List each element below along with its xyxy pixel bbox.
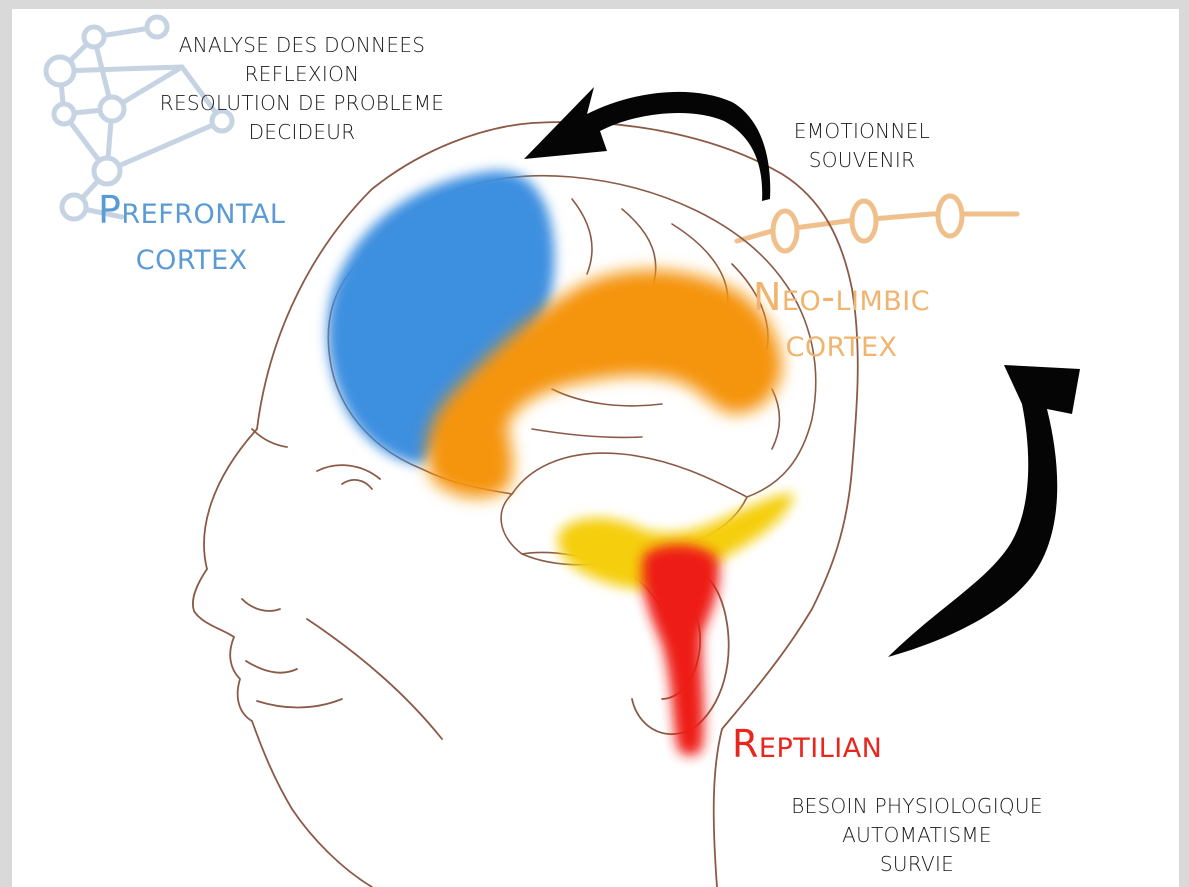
prefrontal-title: Prefrontal cortex [98, 187, 285, 279]
reptilian-function: BESOIN PHYSIOLOGIQUE [772, 792, 1062, 821]
prefrontal-function: ANALYSE DES DONNEES [142, 31, 462, 60]
neo-limbic-function: EMOTIONNEL [772, 117, 952, 146]
prefrontal-title-line2: cortex [98, 233, 285, 279]
reptilian-function: SURVIE [772, 850, 1062, 879]
neo-limbic-title-line1: Neo-limbic [753, 274, 930, 320]
arrow-icon [888, 365, 1080, 657]
neo-limbic-function: SOUVENIR [772, 146, 952, 175]
neo-limbic-functions: EMOTIONNEL SOUVENIR [772, 117, 952, 175]
prefrontal-function: RESOLUTION DE PROBLEME [142, 89, 462, 118]
prefrontal-title-line1: Prefrontal [98, 187, 285, 233]
arrow-icon [524, 87, 770, 201]
prefrontal-functions: ANALYSE DES DONNEES REFLEXION RESOLUTION… [142, 31, 462, 147]
reptilian-functions: BESOIN PHYSIOLOGIQUE AUTOMATISME SURVIE [772, 792, 1062, 879]
neo-limbic-title: Neo-limbic cortex [753, 274, 930, 366]
reptilian-title: Reptilian [732, 721, 882, 767]
reptilian-function: AUTOMATISME [772, 821, 1062, 850]
reptilian-region [642, 545, 719, 756]
diagram-canvas: ANALYSE DES DONNEES REFLEXION RESOLUTION… [12, 9, 1179, 887]
prefrontal-function: REFLEXION [142, 60, 462, 89]
chain-icon [737, 196, 1017, 251]
prefrontal-function: DECIDEUR [142, 118, 462, 147]
neo-limbic-title-line2: cortex [753, 320, 930, 366]
